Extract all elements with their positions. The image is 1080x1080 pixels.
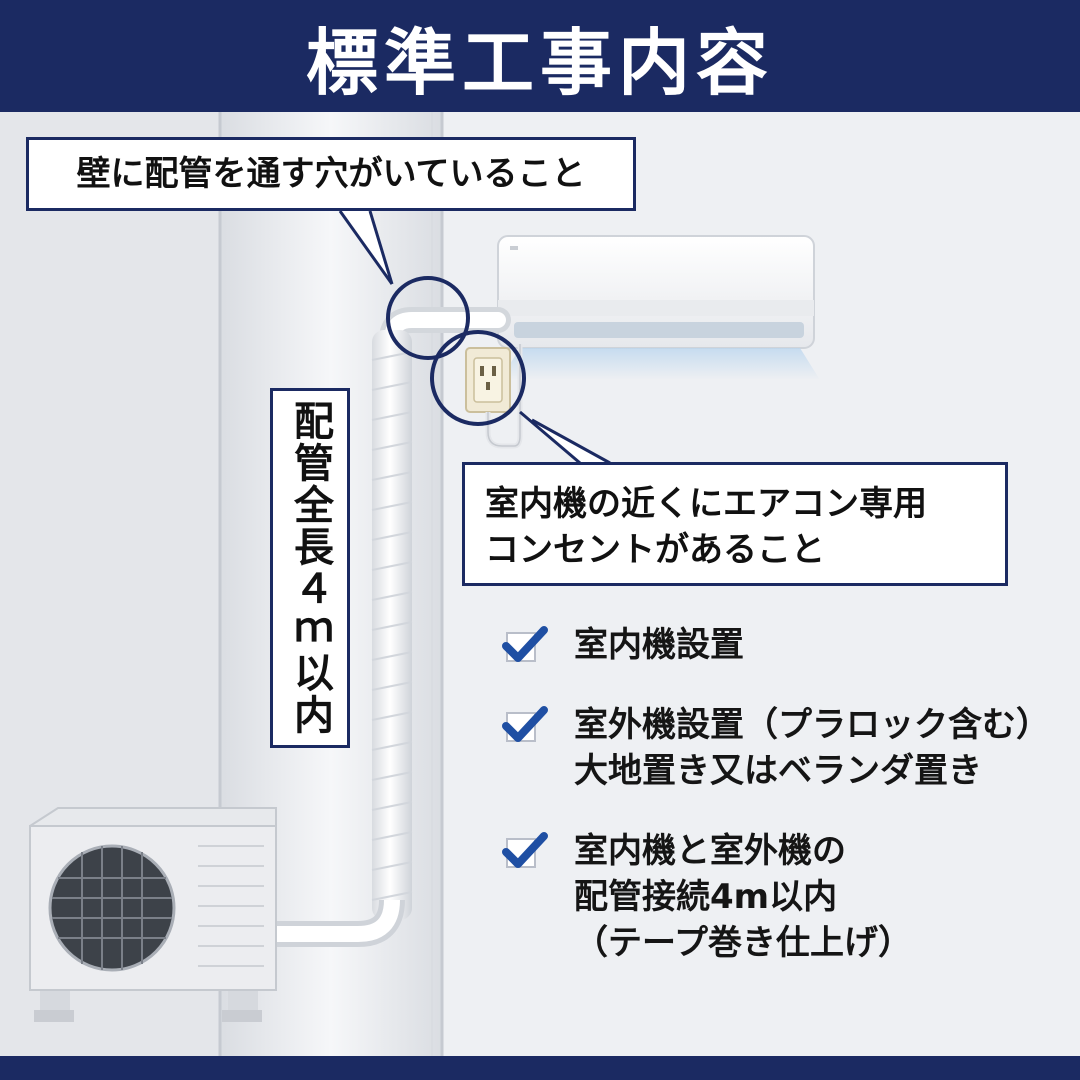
callout-outlet-line-1: 室内機の近くにエアコン専用 [485,484,927,524]
header-banner: 標準工事内容 [0,0,1080,112]
check-item-2-line-1: 室外機設置（プラロック含む） [574,705,1050,745]
callout-outlet-line-2: コンセントがあること [485,530,825,570]
check-item-2-line-2: 大地置き又はベランダ置き [574,751,982,791]
callout-wall-hole: 壁に配管を通す穴がいていること [26,137,636,211]
check-item-3-line-3: （テープ巻き仕上げ） [574,923,912,963]
wall-hole-pointer [338,210,470,360]
check-item-3-line-1: 室内機と室外機の [574,831,846,871]
callout-pipe-length: 配管全長４ｍ以内 [270,388,350,748]
outdoor-unit [29,807,277,1022]
check-mark-icon [502,832,548,874]
wall-hole-marker [386,276,470,360]
check-item-1-line-1: 室内機設置 [574,625,744,665]
callout-pipe-length-text: 配管全長４ｍ以内 [287,400,333,736]
footer-bar [0,1056,1080,1080]
check-mark-icon [502,706,548,748]
outlet-marker [430,330,526,426]
callout-outlet: 室内機の近くにエアコン専用 コンセントがあること [462,462,1008,586]
pipe-wrap-bands [371,351,413,901]
check-item-indoor-install: 室内機設置 [502,622,1062,668]
outlet-pointer [430,330,611,465]
power-outlet-icon [465,344,523,449]
page-title: 標準工事内容 [305,20,774,105]
indoor-unit [497,235,820,380]
check-mark-icon [502,626,548,668]
check-item-pipe-connection: 室内機と室外機の 配管接続4m以内 （テープ巻き仕上げ） [502,828,1062,966]
check-item-3-line-2: 配管接続4m以内 [574,877,838,917]
check-item-outdoor-install: 室外機設置（プラロック含む） 大地置き又はベランダ置き [502,702,1062,794]
checklist: 室内機設置 室外機設置（プラロック含む） 大地置き又はベランダ置き 室内機と室外… [502,622,1062,1000]
callout-wall-hole-text: 壁に配管を通す穴がいていること [76,154,586,194]
